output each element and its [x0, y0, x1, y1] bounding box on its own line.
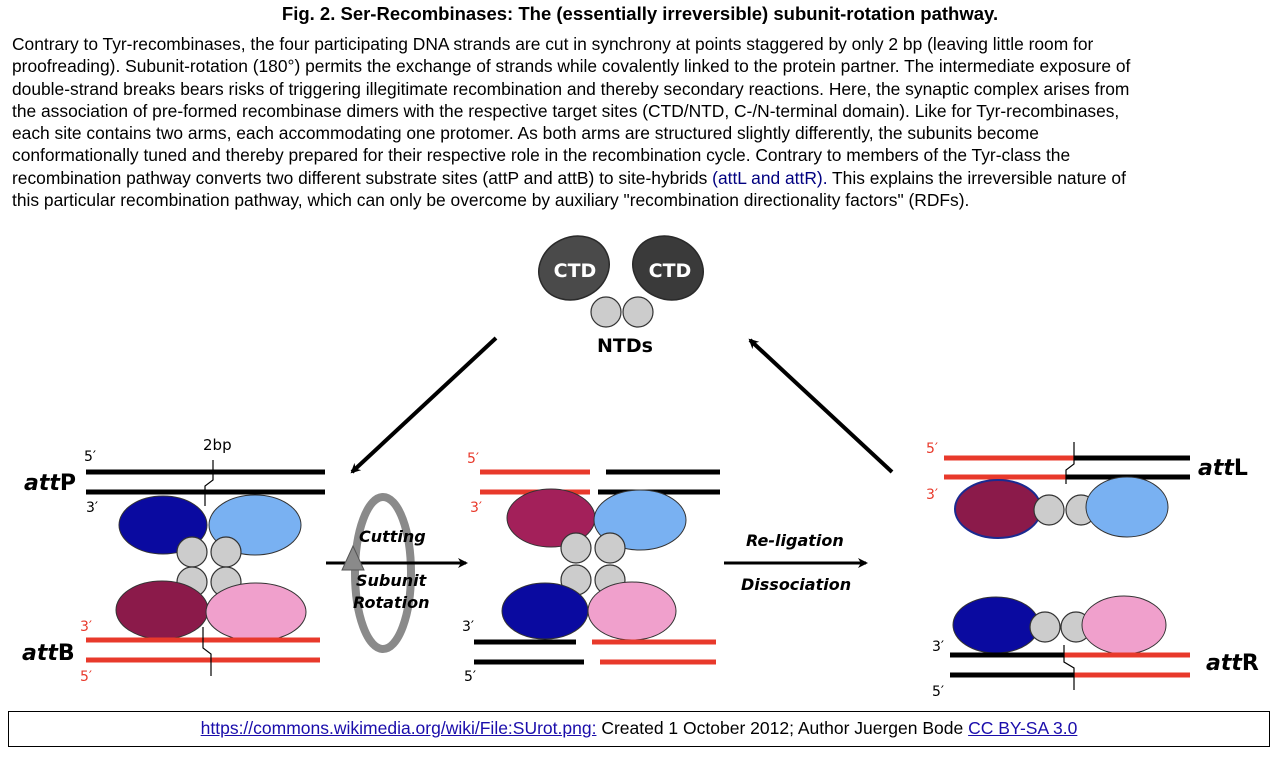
- mid-5prime-bottom: 5′: [464, 669, 476, 685]
- mid-5prime-top: 5′: [467, 451, 479, 467]
- ntds-label: NTDs: [597, 335, 653, 357]
- attp-5prime: 5′: [84, 449, 96, 465]
- protomer-pink: [587, 581, 677, 641]
- ntd-circle: [1029, 611, 1061, 643]
- attl-5prime: 5′: [926, 441, 938, 457]
- attl-junction: [1065, 442, 1075, 484]
- figure-caption: Contrary to Tyr-recombinases, the four p…: [12, 33, 1274, 211]
- ntd-left: [590, 296, 622, 328]
- attribution-footer: https://commons.wikimedia.org/wiki/File:…: [8, 711, 1270, 747]
- license-link[interactable]: CC BY-SA 3.0: [968, 718, 1078, 738]
- protomer-maroon: [115, 580, 209, 640]
- attr-junction: [1063, 645, 1075, 690]
- ctd-left-label: CTD: [554, 260, 597, 282]
- recombinase-dimer: CTD CTD NTDs: [538, 235, 704, 357]
- ctd-right-domain: [632, 235, 704, 301]
- attb-3prime: 3′: [80, 619, 92, 635]
- ntd-circle: [594, 532, 626, 564]
- caption-text-end: This explains the irreversible nature of…: [12, 167, 1126, 211]
- attp-label: attP: [24, 471, 76, 496]
- protomer-maroon: [954, 479, 1042, 539]
- attr-label: attR: [1206, 651, 1259, 676]
- figure-title: Fig. 2. Ser-Recombinases: The (essential…: [281, 3, 999, 24]
- protomer-dark-blue: [952, 596, 1040, 654]
- ntd-circle: [560, 532, 592, 564]
- arrow-to-dimer: [748, 338, 894, 474]
- synaptic-complex: 2bp 5′ 3′ attP 3′ 5′ attB: [22, 436, 325, 685]
- attr-5prime: 5′: [932, 684, 944, 700]
- caption-highlight: (attL and attR).: [712, 167, 828, 188]
- subunit-label: Subunit: [356, 571, 428, 590]
- protomer-light-blue: [1085, 476, 1169, 538]
- rotation-label: Rotation: [353, 593, 429, 612]
- ntd-right: [622, 296, 654, 328]
- arrow-to-synapsis: [350, 336, 498, 474]
- attp-3prime: 3′: [86, 500, 98, 516]
- ntd-circle: [210, 536, 242, 568]
- attb-cut-mark: [202, 627, 212, 676]
- mid-3prime-bottom: 3′: [462, 619, 474, 635]
- attr-product: 3′ 5′ attR: [932, 595, 1259, 700]
- attp-cut-mark: [204, 460, 214, 506]
- ntd-circle: [1033, 494, 1065, 526]
- attribution-text: Created 1 October 2012; Author Juergen B…: [596, 718, 969, 738]
- cutting-rotation-step: Cutting Subunit Rotation: [326, 493, 468, 653]
- rotated-intermediate: 5′ 3′ 3′ 5′: [462, 451, 720, 685]
- ntd-circle: [176, 536, 208, 568]
- attl-product: 5′ 3′ attL: [926, 441, 1248, 539]
- protomer-pink: [205, 582, 307, 642]
- mid-3prime-top: 3′: [470, 500, 482, 516]
- religation-step: Re-ligation Dissociation: [724, 531, 868, 594]
- cutting-label: Cutting: [359, 527, 426, 546]
- rotation-triangle: [341, 544, 365, 571]
- religation-label: Re-ligation: [746, 531, 844, 550]
- caption-text: Contrary to Tyr-recombinases, the four p…: [12, 34, 1131, 188]
- ctd-right-label: CTD: [649, 260, 692, 282]
- bp-label: 2bp: [203, 436, 232, 454]
- dissociation-label: Dissociation: [741, 575, 851, 594]
- attl-3prime: 3′: [926, 487, 938, 503]
- protomer-pink: [1081, 595, 1167, 655]
- ctd-left-domain: [538, 235, 610, 301]
- rotation-ring: [351, 493, 415, 653]
- source-link[interactable]: https://commons.wikimedia.org/wiki/File:…: [200, 718, 597, 738]
- attr-3prime: 3′: [932, 639, 944, 655]
- attb-5prime: 5′: [80, 669, 92, 685]
- attl-label: attL: [1198, 456, 1248, 481]
- protomer-dark-blue: [501, 582, 589, 640]
- attb-label: attB: [22, 641, 75, 666]
